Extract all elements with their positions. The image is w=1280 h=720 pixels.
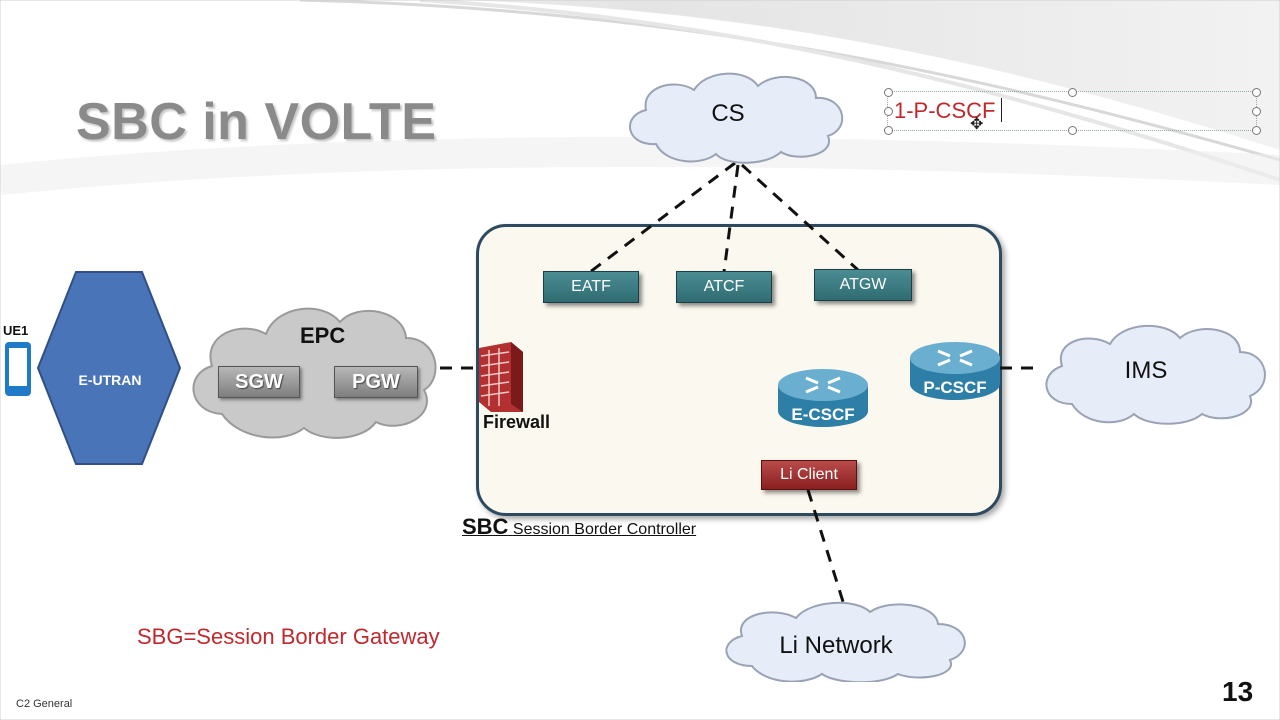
cs-label: CS — [711, 100, 745, 127]
sbc-caption-bold: SBC — [462, 514, 509, 539]
p-cscf-router-icon — [910, 342, 1000, 400]
move-cursor-icon: ✥ — [970, 116, 984, 133]
li-client-node[interactable]: Li Client — [761, 460, 857, 490]
resize-handle[interactable] — [884, 88, 893, 97]
e-cscf-label[interactable]: E-CSCF — [791, 405, 855, 424]
epc-cloud[interactable] — [180, 294, 448, 444]
resize-handle[interactable] — [1068, 88, 1077, 97]
e-utran-label: E-UTRAN — [78, 372, 142, 388]
ims-label: IMS — [1124, 357, 1168, 384]
page-number: 13 — [1222, 676, 1254, 707]
e-cscf-router-icon — [778, 369, 868, 427]
phone-icon[interactable] — [2, 340, 34, 398]
sgw-node[interactable]: SGW — [218, 366, 300, 398]
li-network-label: Li Network — [779, 632, 893, 659]
cs-cloud[interactable] — [616, 66, 856, 166]
eatf-node[interactable]: EATF — [543, 271, 639, 303]
resize-handle[interactable] — [1068, 126, 1077, 135]
firewall-icon — [479, 342, 523, 412]
epc-label: EPC — [300, 323, 346, 348]
sbc-caption[interactable]: SBC Session Border Controller — [462, 514, 696, 540]
atgw-node[interactable]: ATGW — [814, 269, 912, 301]
resize-handle[interactable] — [1252, 88, 1261, 97]
sbc-caption-rest: Session Border Controller — [512, 521, 697, 538]
resize-handle[interactable] — [1252, 107, 1261, 116]
editing-textbox[interactable]: 1-P-CSCF ✥ — [884, 88, 1261, 135]
e-utran-hexagon[interactable] — [36, 270, 182, 466]
text-cursor-icon — [1001, 98, 1002, 122]
li-network-cloud[interactable] — [712, 596, 976, 682]
slide-title[interactable]: SBC in VOLTE — [76, 93, 437, 151]
textbox-text[interactable]: 1-P-CSCF — [894, 98, 996, 123]
resize-handle[interactable] — [884, 107, 893, 116]
classification-footer: C2 General — [16, 698, 73, 710]
ims-cloud[interactable] — [1034, 316, 1274, 426]
sbg-note[interactable]: SBG=Session Border Gateway — [137, 624, 440, 649]
resize-handle[interactable] — [1252, 126, 1261, 135]
ue-label: UE1 — [3, 323, 29, 338]
atcf-node[interactable]: ATCF — [676, 271, 772, 303]
p-cscf-label[interactable]: P-CSCF — [923, 378, 987, 397]
pgw-node[interactable]: PGW — [334, 366, 418, 398]
resize-handle[interactable] — [884, 126, 893, 135]
firewall-label: Firewall — [483, 412, 551, 432]
